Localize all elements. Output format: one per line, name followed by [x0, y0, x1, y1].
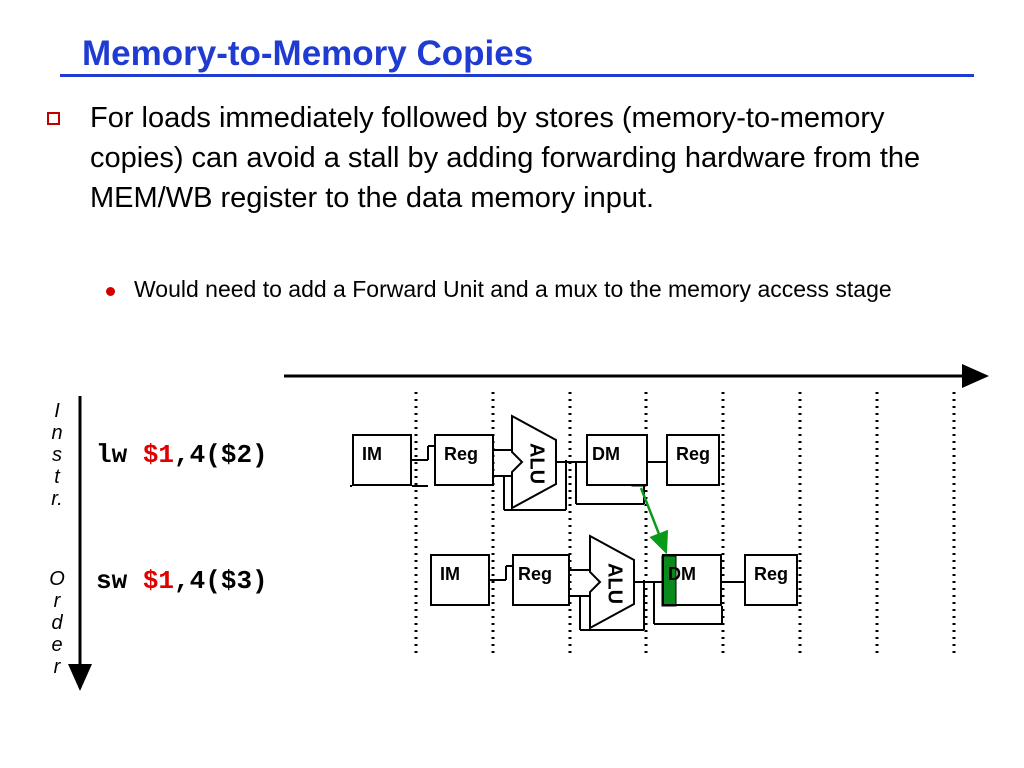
instruction-opcode: lw — [96, 440, 128, 470]
axis-letter: I — [54, 400, 60, 422]
instruction-memory-block: IM — [352, 434, 412, 486]
register-file-block: Reg — [434, 434, 494, 486]
axis-letter: r. — [51, 488, 63, 510]
axis-label-order: O r d e r — [46, 568, 68, 678]
instruction-operand: ,4($3) — [174, 566, 268, 596]
alu-shape — [589, 534, 635, 630]
register-writeback-block: Reg — [666, 434, 720, 486]
round-bullet-icon — [106, 287, 115, 296]
register-file-block: Reg — [512, 554, 570, 606]
main-bullet-text: For loads immediately followed by stores… — [90, 102, 921, 214]
axis-letter: e — [51, 634, 63, 656]
axis-letter: t — [54, 466, 60, 488]
square-bullet-icon — [47, 112, 60, 125]
alu-label: ALU — [525, 442, 548, 485]
axis-letter: d — [51, 612, 63, 634]
title-underline — [60, 74, 974, 77]
slide-title: Memory-to-Memory Copies — [82, 34, 534, 73]
instruction-lw: lw $1,4($2) — [96, 440, 268, 470]
forwarding-arrow — [639, 487, 669, 555]
instruction-operand: ,4($2) — [174, 440, 268, 470]
axis-letter: r — [53, 590, 61, 612]
instruction-opcode: sw — [96, 566, 128, 596]
row2-wiring — [490, 565, 744, 631]
instruction-sw: sw $1,4($3) — [96, 566, 268, 596]
axis-label-instr: I n s t r. — [46, 400, 68, 510]
axis-letter: s — [52, 444, 62, 466]
data-memory-block: DM — [662, 554, 722, 606]
register-writeback-block: Reg — [744, 554, 798, 606]
axis-letter: O — [49, 568, 65, 590]
row1-wiring — [350, 445, 666, 511]
cycle-boundary-lines — [414, 392, 956, 655]
alu-label: ALU — [603, 562, 626, 605]
data-memory-block: DM — [586, 434, 648, 486]
alu-shape — [511, 414, 557, 510]
sub-bullet-text: Would need to add a Forward Unit and a m… — [134, 276, 892, 302]
axis-letter: n — [51, 422, 63, 444]
instruction-register: $1 — [142, 440, 175, 470]
axis-letter: r — [53, 656, 61, 678]
instruction-memory-block: IM — [430, 554, 490, 606]
instruction-register: $1 — [142, 566, 175, 596]
